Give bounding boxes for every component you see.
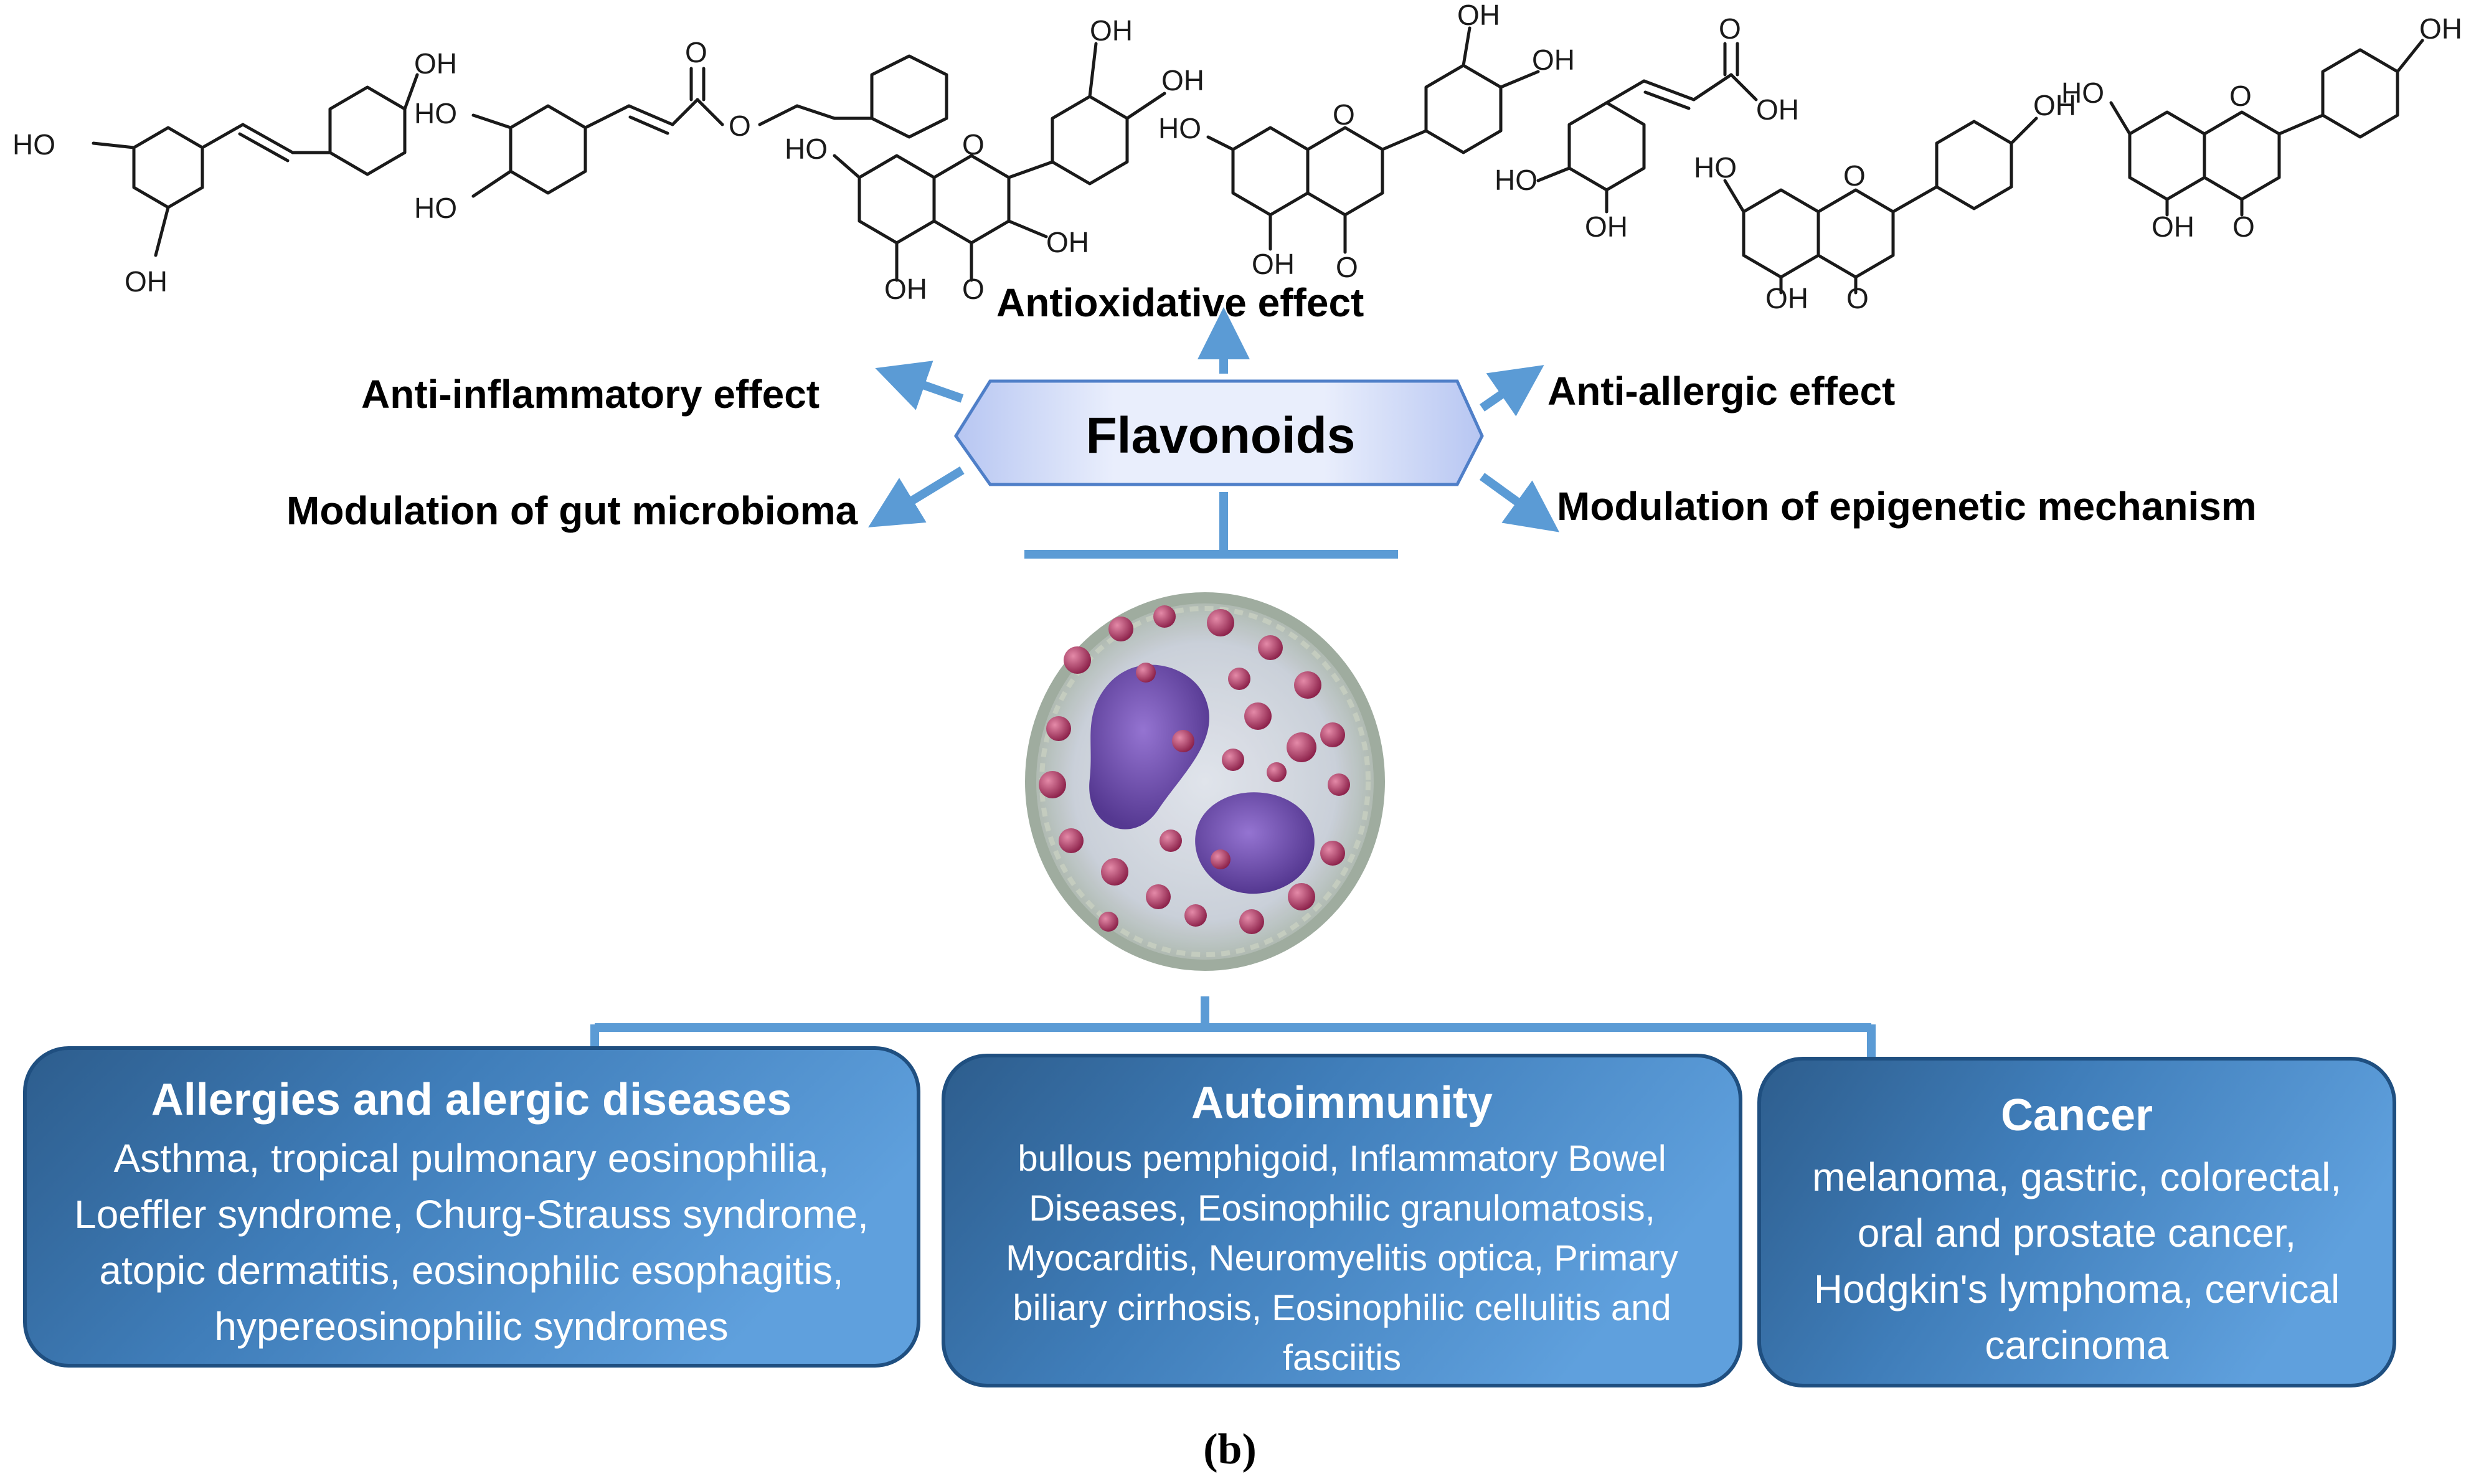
o-label: O — [1336, 251, 1358, 283]
arrow-lower-left — [868, 466, 965, 527]
o-label: O — [685, 36, 707, 69]
box-line: Asthma, tropical pulmonary eosinophilia, — [113, 1136, 829, 1181]
box-title: Autoimmunity — [1191, 1078, 1493, 1128]
eosinophil-cell-illustration — [1025, 592, 1385, 971]
box-line: Myocarditis, Neuromyelitis optica, Prima… — [1006, 1238, 1678, 1278]
o-label: O — [2232, 210, 2255, 243]
box-line: Loeffler syndrome, Churg-Strauss syndrom… — [74, 1192, 869, 1237]
ho-label: HO — [785, 133, 828, 165]
oh-label: OH — [125, 265, 168, 298]
box-title: Allergies and alergic diseases — [151, 1075, 792, 1125]
disease-box-autoimmunity: Autoimmunity bullous pemphigoid, Inflamm… — [942, 1054, 1742, 1387]
ho-label: HO — [414, 97, 457, 130]
ho-label: HO — [1495, 164, 1538, 196]
oh-label: OH — [1585, 210, 1628, 243]
oh-label: OH — [2033, 89, 2076, 121]
o-label: O — [729, 110, 751, 142]
oh-label: OH — [2152, 210, 2194, 243]
ho-label: HO — [414, 192, 457, 224]
effect-epigenetic: Modulation of epigenetic mechanism — [1557, 484, 2257, 529]
arrow-lower-right — [1479, 473, 1560, 532]
disease-box-allergies: Allergies and alergic diseases Asthma, t… — [23, 1046, 920, 1368]
naringenin-structure: O OH HO OH O — [1694, 89, 2076, 314]
box-line: atopic dermatitis, eosinophilic esophagi… — [99, 1248, 843, 1293]
ho-label: HO — [1158, 112, 1201, 144]
luteolin-structure: O OH OH HO OH O — [1158, 0, 1575, 283]
oh-label: OH — [1765, 282, 1808, 314]
resveratrol-structure: OH HO OH — [12, 47, 457, 298]
box-line: carcinoma — [1985, 1323, 2169, 1368]
oh-label: OH — [884, 273, 927, 305]
o-label: O — [1333, 98, 1355, 131]
oh-label: OH — [1046, 226, 1089, 258]
box-line: Diseases, Eosinophilic granulomatosis, — [1029, 1188, 1655, 1229]
arrow-upper-right — [1480, 365, 1544, 417]
flavonoids-label: Flavonoids — [1086, 407, 1356, 464]
cape-structure: HO HO O O — [414, 36, 948, 224]
o-label: O — [2229, 80, 2252, 112]
box-line: oral and prostate cancer, — [1858, 1211, 2296, 1255]
quercetin-structure: O OH OH HO OH O OH — [785, 14, 1204, 305]
oh-label: OH — [1252, 248, 1295, 280]
oh-label: OH — [414, 47, 457, 80]
figure-caption: (b) — [1203, 1425, 1257, 1473]
effect-antioxidative: Antioxidative effect — [996, 280, 1364, 325]
o-label: O — [962, 128, 985, 161]
oh-label: OH — [1457, 0, 1500, 31]
o-label: O — [1719, 12, 1741, 45]
disease-box-cancer: Cancer melanoma, gastric, colorectal, or… — [1757, 1057, 2396, 1387]
oh-label: OH — [2419, 12, 2462, 45]
box-line: melanoma, gastric, colorectal, — [1812, 1155, 2341, 1199]
apigenin-structure: O OH HO OH O — [2061, 12, 2462, 243]
effect-gut-microbioma: Modulation of gut microbioma — [286, 488, 858, 533]
oh-label: OH — [1532, 44, 1575, 76]
box-line: bullous pemphigoid, Inflammatory Bowel — [1018, 1138, 1666, 1179]
box-line: hypereosinophilic syndromes — [214, 1304, 728, 1349]
effect-arrows — [868, 307, 1560, 532]
oh-label: OH — [1161, 64, 1204, 97]
box-line: Hodgkin's lymphoma, cervical — [1814, 1267, 2340, 1311]
flavonoids-hexagon — [953, 379, 1484, 486]
chemical-structures: OH HO OH HO HO O O — [12, 0, 2462, 314]
ho-label: HO — [1694, 151, 1737, 184]
o-label: O — [1843, 159, 1866, 192]
ho-label: HO — [2061, 77, 2104, 109]
ho-label: HO — [12, 128, 55, 161]
oh-label: OH — [1090, 14, 1133, 47]
box-line: biliary cirrhosis, Eosinophilic cellulit… — [1013, 1288, 1671, 1328]
effect-anti-allergic: Anti-allergic effect — [1547, 369, 1895, 414]
box-title: Cancer — [2001, 1090, 2153, 1140]
arrow-upper-left — [875, 361, 964, 410]
o-label: O — [1846, 282, 1869, 314]
oh-label: OH — [1756, 93, 1799, 126]
o-label: O — [962, 273, 985, 305]
caffeic-acid-structure: O OH HO OH — [1495, 12, 1799, 243]
hexagon-connector — [1024, 492, 1398, 559]
effect-anti-inflammatory: Anti-inflammatory effect — [361, 372, 820, 417]
box-line: fasciitis — [1283, 1338, 1401, 1378]
